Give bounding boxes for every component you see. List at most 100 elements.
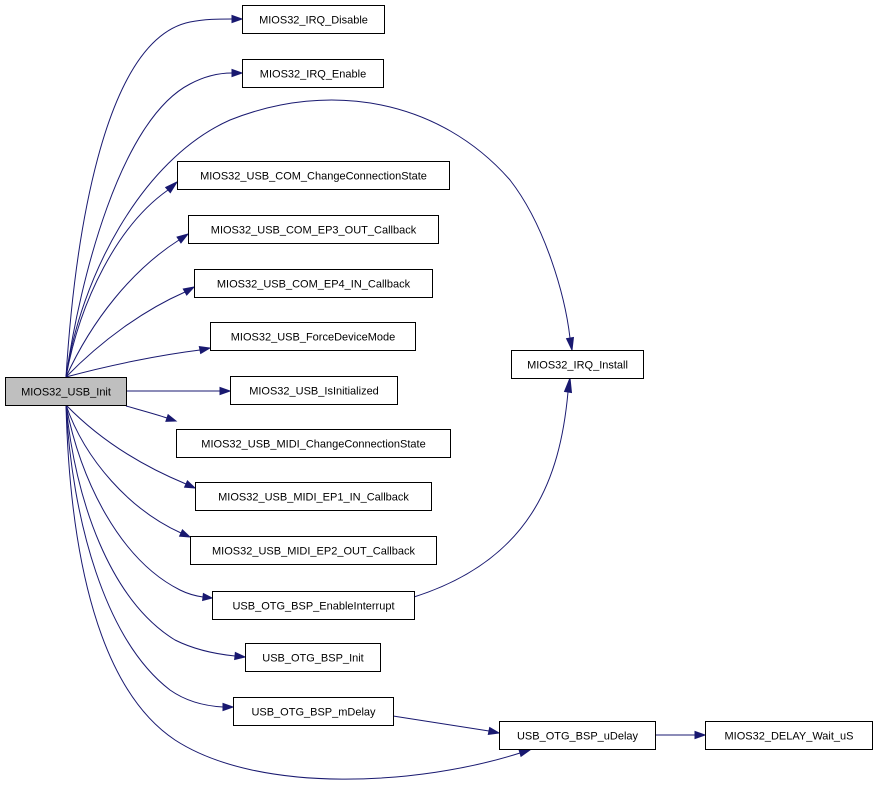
edge-init-to-com_ccs <box>65 180 179 378</box>
node-box[interactable] <box>233 697 394 726</box>
node-delay-wait[interactable]: MIOS32_DELAY_Wait_uS <box>705 721 873 750</box>
edge-line <box>65 291 186 378</box>
arrowhead <box>198 345 212 355</box>
edge-init-to-irq_install <box>65 99 575 378</box>
edge-init-to-irq_disable <box>65 14 244 378</box>
node-box[interactable] <box>212 591 415 620</box>
edge-line <box>65 239 180 378</box>
node-force-dev[interactable]: MIOS32_USB_ForceDeviceMode <box>210 322 416 351</box>
arrowhead <box>565 336 575 352</box>
edge-line <box>65 404 521 780</box>
node-label: MIOS32_IRQ_Install <box>527 360 628 372</box>
arrowhead <box>183 479 197 489</box>
node-label: MIOS32_USB_MIDI_ChangeConnectionState <box>201 439 425 451</box>
node-box[interactable] <box>245 643 381 672</box>
edge-init-to-otg_udelay <box>65 404 532 780</box>
edge-line <box>392 715 490 732</box>
edge-init-to-com_ep3 <box>65 233 190 378</box>
arrowhead <box>165 413 178 422</box>
arrowhead <box>231 14 244 24</box>
edge-line <box>65 404 236 657</box>
node-com-ep4[interactable]: MIOS32_USB_COM_EP4_IN_Callback <box>194 269 433 298</box>
node-label: MIOS32_USB_ForceDeviceMode <box>231 332 395 344</box>
node-otg-enint[interactable]: USB_OTG_BSP_EnableInterrupt <box>212 591 415 620</box>
edge-init-to-otg_enint <box>65 404 214 602</box>
edge-line <box>65 349 201 378</box>
node-box[interactable] <box>242 5 385 34</box>
node-label: MIOS32_USB_MIDI_EP1_IN_Callback <box>218 492 409 504</box>
edge-init-to-force_dev <box>65 345 212 378</box>
edge-line <box>65 72 233 378</box>
arrowhead <box>164 180 179 194</box>
edge-line <box>125 405 168 419</box>
node-label: MIOS32_IRQ_Enable <box>260 69 366 81</box>
edge-init-to-com_ep4 <box>65 286 196 378</box>
edge-line <box>413 391 569 598</box>
edge-init-to-otg_mdelay <box>65 404 235 712</box>
node-box[interactable] <box>194 269 433 298</box>
edge-init-to-midi_ccs <box>125 405 178 422</box>
node-box[interactable] <box>195 482 432 511</box>
edge-init-to-is_init <box>126 386 232 396</box>
node-irq-install[interactable]: MIOS32_IRQ_Install <box>511 350 644 379</box>
edge-otg_mdelay-to-otg_udelay <box>392 715 501 736</box>
node-is-init[interactable]: MIOS32_USB_IsInitialized <box>230 376 398 405</box>
node-box[interactable] <box>242 59 384 88</box>
node-label: MIOS32_IRQ_Disable <box>259 15 368 27</box>
arrowhead <box>563 377 573 394</box>
edge-init-to-otg_init <box>65 404 247 661</box>
node-box[interactable] <box>230 376 398 405</box>
root-node-box[interactable] <box>5 377 127 406</box>
node-box[interactable] <box>188 215 439 244</box>
arrowhead <box>202 592 214 602</box>
arrowhead <box>219 386 232 396</box>
edge-line <box>65 189 169 378</box>
node-otg-init[interactable]: USB_OTG_BSP_Init <box>245 643 381 672</box>
edges-layer <box>65 14 707 780</box>
node-box[interactable] <box>511 350 644 379</box>
node-label: MIOS32_USB_COM_EP4_IN_Callback <box>217 279 411 291</box>
node-midi-ep2[interactable]: MIOS32_USB_MIDI_EP2_OUT_Callback <box>190 536 437 565</box>
node-box[interactable] <box>176 429 451 458</box>
node-otg-mdelay[interactable]: USB_OTG_BSP_mDelay <box>233 697 394 726</box>
node-irq-enable[interactable]: MIOS32_IRQ_Enable <box>242 59 384 88</box>
arrowhead <box>694 730 707 740</box>
node-box[interactable] <box>177 161 450 190</box>
node-label: MIOS32_DELAY_Wait_uS <box>724 731 853 743</box>
node-label: MIOS32_USB_IsInitialized <box>249 386 379 398</box>
node-label: USB_OTG_BSP_EnableInterrupt <box>232 601 394 613</box>
nodes-layer: MIOS32_USB_Init MIOS32_IRQ_DisableMIOS32_… <box>5 5 873 750</box>
node-box[interactable] <box>210 322 416 351</box>
arrowhead <box>518 749 532 758</box>
node-box[interactable] <box>705 721 873 750</box>
edge-init-to-midi_ep1 <box>65 404 197 489</box>
edge-init-to-midi_ep2 <box>65 404 192 538</box>
node-box[interactable] <box>499 721 656 750</box>
node-irq-disable[interactable]: MIOS32_IRQ_Disable <box>242 5 385 34</box>
edge-otg_enint-to-irq_install <box>413 377 573 598</box>
edge-line <box>65 404 182 534</box>
node-otg-udelay[interactable]: USB_OTG_BSP_uDelay <box>499 721 656 750</box>
node-com-ep3[interactable]: MIOS32_USB_COM_EP3_OUT_Callback <box>188 215 439 244</box>
node-label: MIOS32_USB_Init <box>21 387 111 399</box>
edge-line <box>65 404 187 485</box>
node-com-ccs[interactable]: MIOS32_USB_COM_ChangeConnectionState <box>177 161 450 190</box>
arrowhead <box>176 233 190 244</box>
edge-line <box>65 99 571 378</box>
edge-otg_udelay-to-delay_wait <box>655 730 707 740</box>
edge-line <box>65 404 204 598</box>
node-label: MIOS32_USB_MIDI_EP2_OUT_Callback <box>212 546 415 558</box>
node-midi-ep1[interactable]: MIOS32_USB_MIDI_EP1_IN_Callback <box>195 482 432 511</box>
node-init[interactable]: MIOS32_USB_Init <box>5 377 127 406</box>
edge-init-to-irq_enable <box>65 68 244 378</box>
arrowhead <box>178 528 192 538</box>
node-label: MIOS32_USB_COM_ChangeConnectionState <box>200 171 427 183</box>
node-midi-ccs[interactable]: MIOS32_USB_MIDI_ChangeConnectionState <box>176 429 451 458</box>
arrowhead <box>234 651 247 661</box>
arrowhead <box>231 68 244 78</box>
arrowhead <box>182 286 196 296</box>
edge-line <box>65 404 224 708</box>
node-box[interactable] <box>190 536 437 565</box>
edge-line <box>65 18 233 378</box>
